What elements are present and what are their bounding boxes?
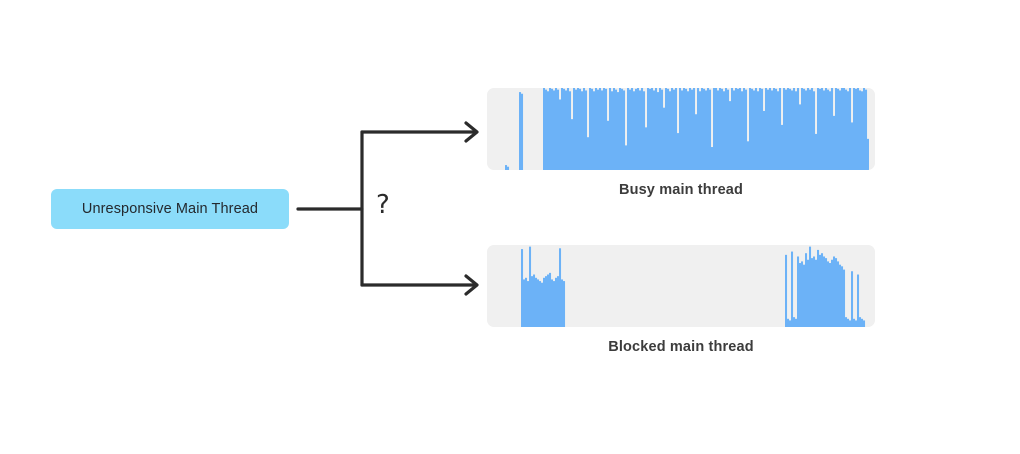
chart-bars-blocked <box>521 246 866 327</box>
chart-bars-busy <box>505 88 869 170</box>
panel-blocked-main-thread: Blocked main thread <box>487 245 875 355</box>
panel-caption-busy: Busy main thread <box>618 182 744 198</box>
chart-surface-busy[interactable] <box>487 88 875 170</box>
chart-surface-blocked[interactable] <box>487 245 875 327</box>
panel-busy-main-thread: Busy main thread <box>487 88 875 198</box>
node-label: Unresponsive Main Thread <box>81 201 259 217</box>
arrowhead-upper-icon <box>464 121 479 143</box>
panel-caption-blocked: Blocked main thread <box>608 339 754 355</box>
arrowhead-lower-icon <box>464 274 479 296</box>
node-unresponsive-main-thread[interactable]: Unresponsive Main Thread <box>51 189 289 229</box>
branch-connector <box>296 121 479 296</box>
branch-question-mark: ? <box>376 190 390 220</box>
